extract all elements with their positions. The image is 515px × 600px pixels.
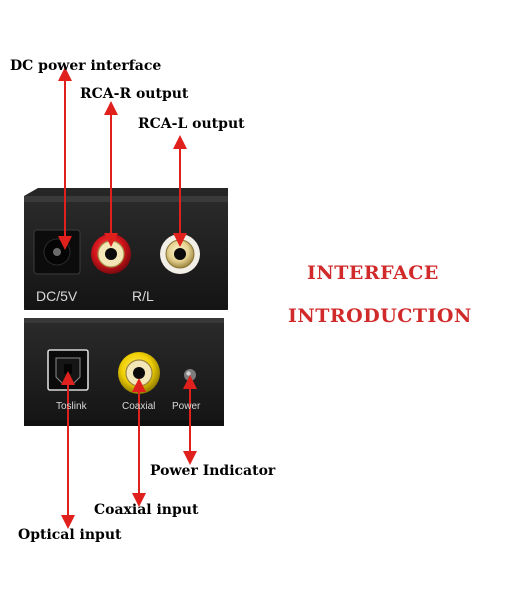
callout-rca-l: RCA-L output <box>138 116 245 132</box>
callout-power-indicator: Power Indicator <box>150 463 276 479</box>
rca-r-jack <box>91 234 131 274</box>
dc-5v-label: DC/5V <box>36 288 78 304</box>
toslink-label: Toslink <box>56 401 87 412</box>
callout-rca-r: RCA-R output <box>80 86 189 102</box>
power-label: Power <box>172 401 201 412</box>
headline-line-1: INTERFACE <box>307 262 439 284</box>
dc-power-jack <box>33 229 81 275</box>
coaxial-label: Coaxial <box>122 401 156 412</box>
callout-dc-power: DC power interface <box>10 58 162 74</box>
rl-label: R/L <box>132 288 154 304</box>
headline-line-2: INTRODUCTION <box>288 305 472 327</box>
callout-coaxial-input: Coaxial input <box>94 502 199 518</box>
callout-optical-input: Optical input <box>18 527 122 543</box>
callout-arrows <box>58 67 197 529</box>
power-led <box>184 369 196 381</box>
